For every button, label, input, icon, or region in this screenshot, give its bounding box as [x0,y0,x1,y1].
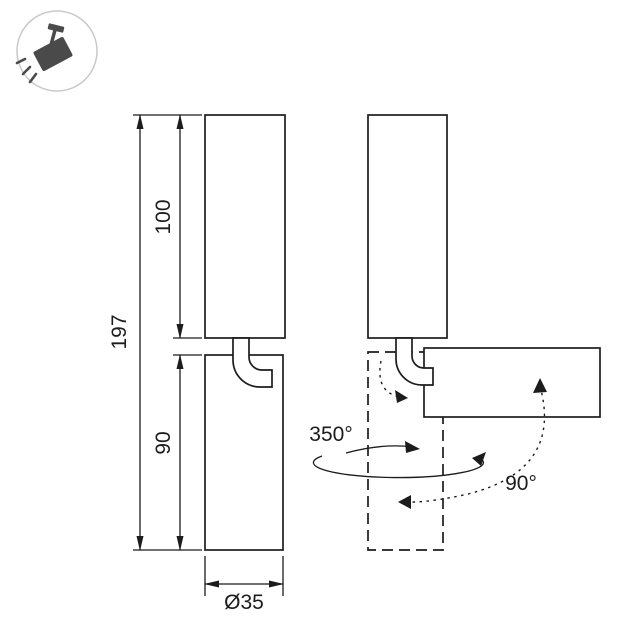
arrow-90-top [176,354,184,369]
arrow-197-top [136,114,144,129]
pivot-joint-outline [232,337,273,388]
icon-light-rays [15,57,38,84]
icon-head [33,37,73,71]
dimension-labels: 197 100 90 Ø35 350° 90° [108,199,537,614]
icon-canopy [47,23,65,33]
arrowheads [136,114,547,588]
arrow-100-top [176,114,184,129]
diameter-extension-lines [204,556,284,596]
head-tilted-horizontal [423,347,601,418]
arrow-tilt-up [533,378,547,393]
arrow-swivel-direction [405,441,420,453]
arrow-dia-left [204,580,219,588]
arrow-197-bottom [136,536,144,551]
tilt-angle-label: 90° [505,472,537,495]
diameter-label: Ø35 [224,591,264,614]
dimension-lines [133,114,284,596]
right-view-tilted [367,114,601,551]
arrow-swivel-end [472,452,486,466]
left-view-closed [204,114,286,551]
swivel-ellipse-arc [312,455,485,479]
arrow-90-bottom [176,536,184,551]
spotlight-glyph [15,23,73,84]
arrow-tilt-left [398,495,411,509]
extension-lines [133,114,202,551]
lower-length-label: 90 [152,431,175,454]
upper-body-outline-right [367,114,448,339]
arrow-joint-swivel [395,390,408,403]
upper-length-label: 100 [152,199,175,234]
upper-body-outline [204,114,286,339]
arrow-dia-right [269,580,284,588]
overall-height-label: 197 [108,314,131,349]
swivel-angle-label: 350° [309,423,352,446]
swivel-direction-arrow-line [345,445,414,454]
arrow-100-bottom [176,324,184,339]
tilt-arc [404,385,546,503]
pivot-joint-outline-right [395,337,434,386]
spotlight-icon [15,10,98,92]
